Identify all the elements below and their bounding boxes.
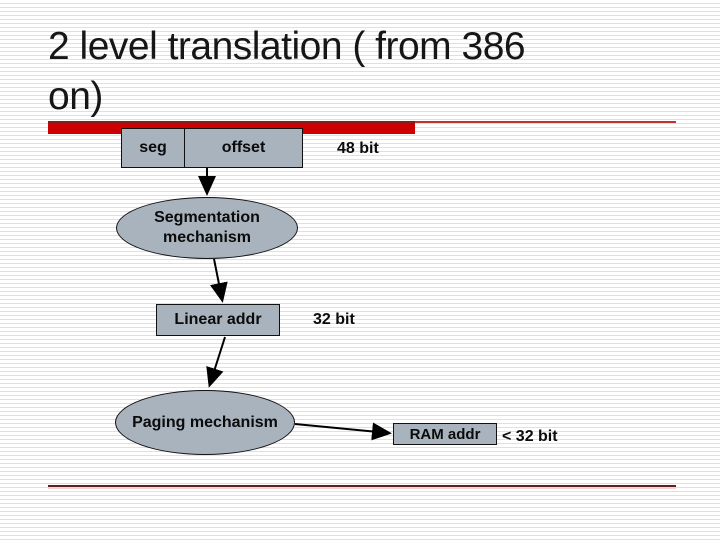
seg-offset-box: seg offset	[121, 128, 303, 168]
slide-title-line1: 2 level translation ( from 386	[48, 25, 526, 68]
arrow-paging-to-ram	[294, 422, 392, 441]
segmentation-mechanism-ellipse: Segmentation mechanism	[116, 197, 298, 259]
paging-mechanism-label: Paging mechanism	[132, 413, 278, 431]
arrow-linear-to-paging	[206, 336, 226, 388]
bit-width-label-32: 32 bit	[313, 311, 355, 328]
bottom-rule-dark	[48, 485, 676, 487]
segmentation-mechanism-label: Segmentation mechanism	[154, 208, 260, 248]
arrow-segmentation-to-linear	[210, 258, 228, 303]
slide-title: 2 level translation ( from 386 on)	[48, 22, 668, 122]
bottom-rule-light	[48, 487, 676, 489]
title-underline-thin-line	[415, 121, 676, 123]
ram-addr-box: RAM addr	[393, 423, 497, 445]
offset-cell: offset	[185, 129, 302, 167]
seg-cell: seg	[122, 129, 185, 167]
segmentation-label-line2: mechanism	[162, 229, 252, 246]
linear-addr-label: Linear addr	[174, 311, 262, 328]
ram-addr-label: RAM addr	[409, 425, 481, 443]
bit-width-label-lt32: < 32 bit	[502, 428, 558, 445]
bit-width-label-48: 48 bit	[337, 140, 379, 157]
seg-label: seg	[139, 139, 167, 156]
segmentation-label-line1: Segmentation	[154, 209, 260, 226]
slide-title-line2: on)	[48, 75, 103, 118]
offset-label: offset	[221, 139, 266, 156]
linear-addr-box: Linear addr	[156, 304, 280, 336]
paging-mechanism-ellipse: Paging mechanism	[115, 390, 295, 455]
